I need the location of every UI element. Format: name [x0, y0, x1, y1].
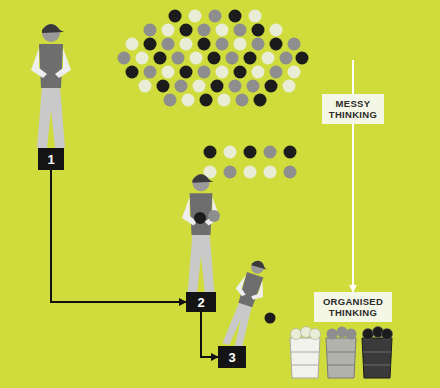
dot: [209, 10, 222, 23]
dot: [169, 10, 182, 23]
dot: [270, 38, 283, 51]
dot: [254, 94, 267, 107]
dot: [249, 10, 262, 23]
dot: [284, 166, 297, 179]
dot: [126, 38, 139, 51]
dot: [264, 146, 277, 159]
flow-arrow: [352, 124, 354, 292]
dot-rows: [204, 146, 297, 179]
dot: [216, 24, 229, 37]
dot: [200, 94, 213, 107]
dot: [270, 24, 283, 37]
dot: [265, 80, 278, 93]
dot: [236, 94, 249, 107]
dot: [244, 166, 257, 179]
dot: [118, 52, 131, 65]
dot: [180, 66, 193, 79]
dot-cloud: [118, 10, 309, 107]
step-number: 3: [228, 350, 235, 365]
dot: [164, 94, 177, 107]
dot: [262, 52, 275, 65]
dot: [252, 24, 265, 37]
dot: [216, 66, 229, 79]
dot: [224, 146, 237, 159]
dot: [162, 66, 175, 79]
dot: [157, 80, 170, 93]
dot: [229, 80, 242, 93]
dot: [244, 52, 257, 65]
dot: [144, 24, 157, 37]
bucket: [290, 327, 321, 379]
dot: [204, 146, 217, 159]
dot: [229, 10, 242, 23]
flow-arrow: [201, 312, 218, 357]
dot: [180, 24, 193, 37]
step-pedestal: 1: [38, 148, 64, 170]
dot: [193, 80, 206, 93]
step-number: 1: [47, 152, 54, 167]
dot: [283, 80, 296, 93]
bucket: [362, 327, 393, 379]
dot: [280, 52, 293, 65]
dot: [211, 80, 224, 93]
dot: [288, 38, 301, 51]
dot: [190, 52, 203, 65]
flow-arrow: [51, 170, 186, 302]
dot: [224, 166, 237, 179]
dot: [189, 10, 202, 23]
dot: [198, 66, 211, 79]
dot: [244, 146, 257, 159]
held-ball: [208, 210, 220, 222]
dot: [154, 52, 167, 65]
dot: [175, 80, 188, 93]
person-figure: [31, 24, 71, 148]
dot: [162, 24, 175, 37]
step-pedestal: 2: [186, 292, 216, 312]
dot: [162, 38, 175, 51]
held-ball: [194, 212, 206, 224]
dot: [126, 66, 139, 79]
dot: [270, 66, 283, 79]
dot: [139, 80, 152, 93]
dot: [247, 80, 260, 93]
dot: [144, 66, 157, 79]
dot: [234, 24, 247, 37]
dot: [226, 52, 239, 65]
dot: [136, 52, 149, 65]
stage-label: ORGANISED THINKING: [314, 292, 392, 322]
dot: [264, 166, 277, 179]
dot: [208, 52, 221, 65]
dot: [252, 38, 265, 51]
dot: [284, 146, 297, 159]
dot: [182, 94, 195, 107]
dot: [296, 52, 309, 65]
step-number: 2: [197, 295, 204, 310]
dot: [234, 66, 247, 79]
dot: [252, 66, 265, 79]
dot: [144, 38, 157, 51]
dot: [216, 38, 229, 51]
step-pedestal: 3: [218, 346, 246, 368]
dot: [198, 38, 211, 51]
dot: [172, 52, 185, 65]
dot: [198, 24, 211, 37]
person-figure: [182, 174, 220, 292]
dot: [218, 94, 231, 107]
guide-line: [352, 60, 354, 94]
stage-label: MESSY THINKING: [322, 94, 384, 124]
held-ball: [265, 313, 276, 324]
dot: [288, 66, 301, 79]
dot: [180, 38, 193, 51]
bucket: [326, 327, 357, 379]
dot: [234, 38, 247, 51]
stage-text: MESSY THINKING: [325, 98, 381, 120]
person-figure: [218, 257, 273, 351]
stage-text: ORGANISED THINKING: [317, 296, 389, 318]
